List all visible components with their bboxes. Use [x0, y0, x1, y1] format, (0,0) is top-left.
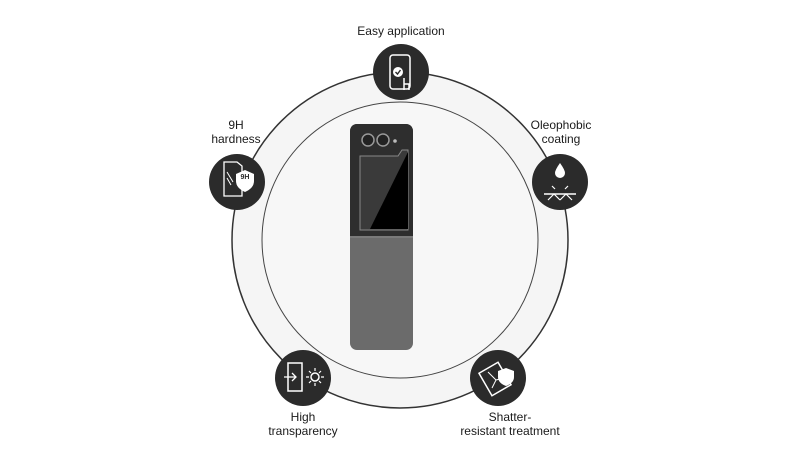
label-line: coating	[541, 132, 581, 146]
label-oleophobic-coating: Oleophobic coating	[491, 118, 631, 146]
label-line: resistant treatment	[460, 424, 560, 438]
icon-9h-text: 9H	[240, 174, 250, 181]
label-9h-hardness: 9H hardness	[166, 118, 306, 146]
label-shatter-resistant: Shatter- resistant treatment	[440, 410, 580, 438]
icon-9h-hardness	[209, 154, 265, 210]
label-line: hardness	[211, 132, 261, 146]
label-high-transparency: High transparency	[233, 410, 373, 438]
icon-easy-application	[373, 44, 429, 100]
label-line: Oleophobic	[530, 118, 592, 132]
label-line: transparency	[268, 424, 338, 438]
label-line: High	[290, 410, 316, 424]
label-line: Shatter-	[488, 410, 532, 424]
label-easy-application: Easy application	[331, 24, 471, 38]
phone-image	[350, 124, 413, 350]
icon-oleophobic	[532, 154, 588, 210]
icon-shatter-resistant	[470, 350, 526, 406]
label-line: Easy application	[357, 24, 445, 38]
label-line: 9H	[228, 118, 244, 132]
icon-high-transparency	[275, 350, 331, 406]
